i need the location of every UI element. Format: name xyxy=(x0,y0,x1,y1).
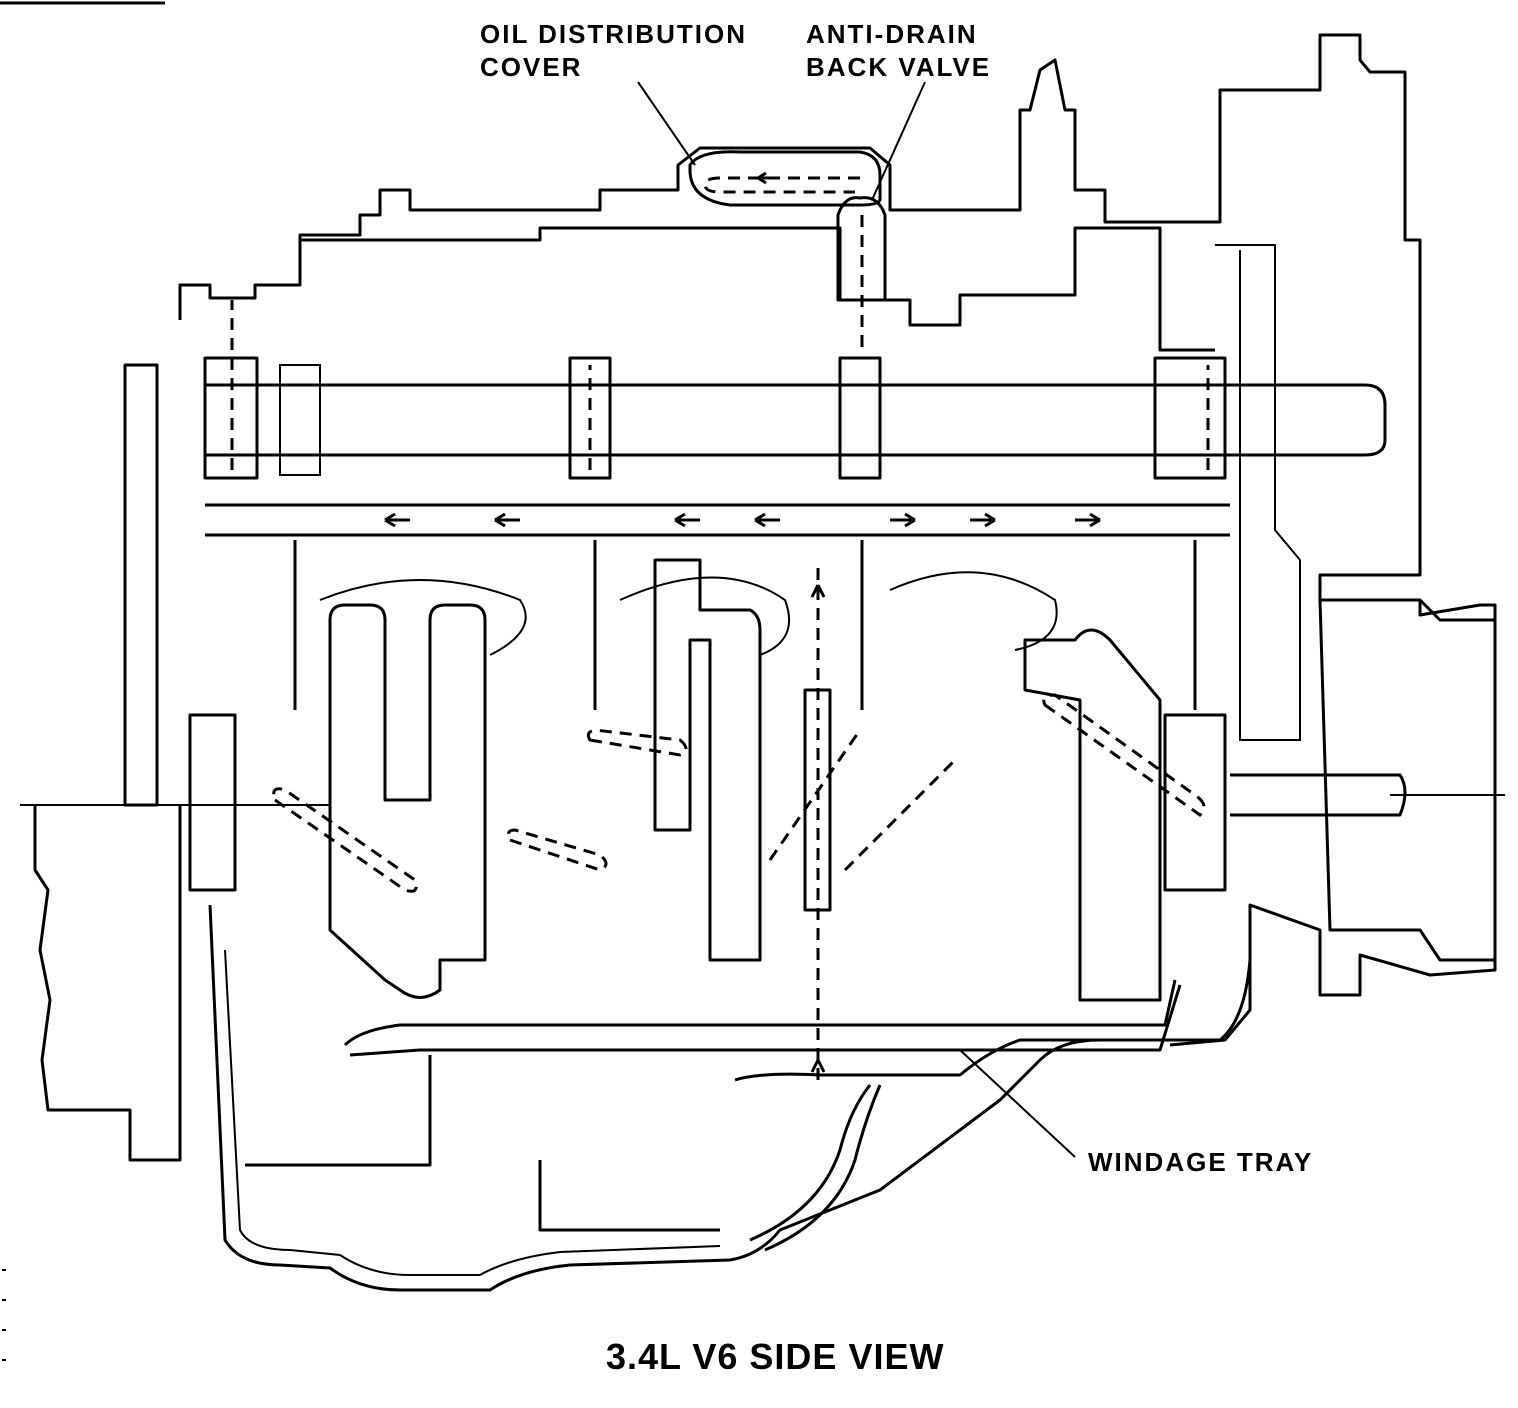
edge-ticks xyxy=(2,1269,6,1361)
bellhousing xyxy=(33,805,182,1162)
main-oil-gallery xyxy=(205,503,1230,537)
crank-oil-passage-4 xyxy=(768,729,957,872)
crank-throw-1 xyxy=(328,603,487,999)
crank-oil-passage-5 xyxy=(1042,693,1206,817)
leader-valve xyxy=(871,81,926,201)
cylinder-head xyxy=(300,226,1215,352)
crank-snout xyxy=(1230,773,1407,817)
oil-pan-inner xyxy=(224,949,721,1276)
windage-tray xyxy=(343,979,1182,1057)
oil-pickup-arrow xyxy=(810,584,826,1073)
oil-pan xyxy=(208,904,1252,1292)
leader-windage xyxy=(959,1049,1076,1158)
oil-distribution-cover xyxy=(688,150,882,207)
windage-tray-lower xyxy=(734,1038,1150,1082)
crank-centre-main xyxy=(803,688,832,912)
camshaft xyxy=(205,383,1387,457)
crank-throw-2 xyxy=(653,558,762,962)
crank-oil-passage-1 xyxy=(272,787,418,893)
crank-oil-passage-2 xyxy=(506,828,608,872)
label-anti-drain-back-valve: ANTI-DRAIN BACK VALVE xyxy=(806,19,992,82)
pan-baffle xyxy=(245,1055,720,1232)
label-windage-tray: WINDAGE TRAY xyxy=(1088,1147,1314,1177)
crank-oil-passage-3 xyxy=(586,728,688,757)
cover-arrow xyxy=(757,171,770,185)
cam-bearing-4 xyxy=(1153,356,1227,480)
front-pulley xyxy=(1318,598,1497,962)
oil-pickup-tube xyxy=(749,1084,882,1252)
crank-front-flange xyxy=(188,713,237,892)
oil-passage-down xyxy=(293,540,1197,710)
label-oil-distribution-cover: OIL DISTRIBUTION COVER xyxy=(480,19,747,82)
crank-throw-3 xyxy=(1023,628,1162,1002)
anti-drain-valve xyxy=(836,196,887,302)
engine-block-outline xyxy=(178,33,1497,1047)
leader-oil-cover xyxy=(637,81,696,166)
timing-cover xyxy=(1215,244,1301,741)
cam-gear xyxy=(279,364,321,476)
cam-bearing-2 xyxy=(568,356,612,480)
crank-rear-main xyxy=(1163,713,1227,892)
cam-bearing-3 xyxy=(838,356,882,480)
flywheel-plate xyxy=(123,363,159,807)
gallery-arrows xyxy=(384,512,1101,528)
diagram-title: 3.4L V6 SIDE VIEW xyxy=(606,1336,945,1377)
piston-skirts xyxy=(319,571,1058,656)
oil-flow-cover xyxy=(703,176,860,194)
